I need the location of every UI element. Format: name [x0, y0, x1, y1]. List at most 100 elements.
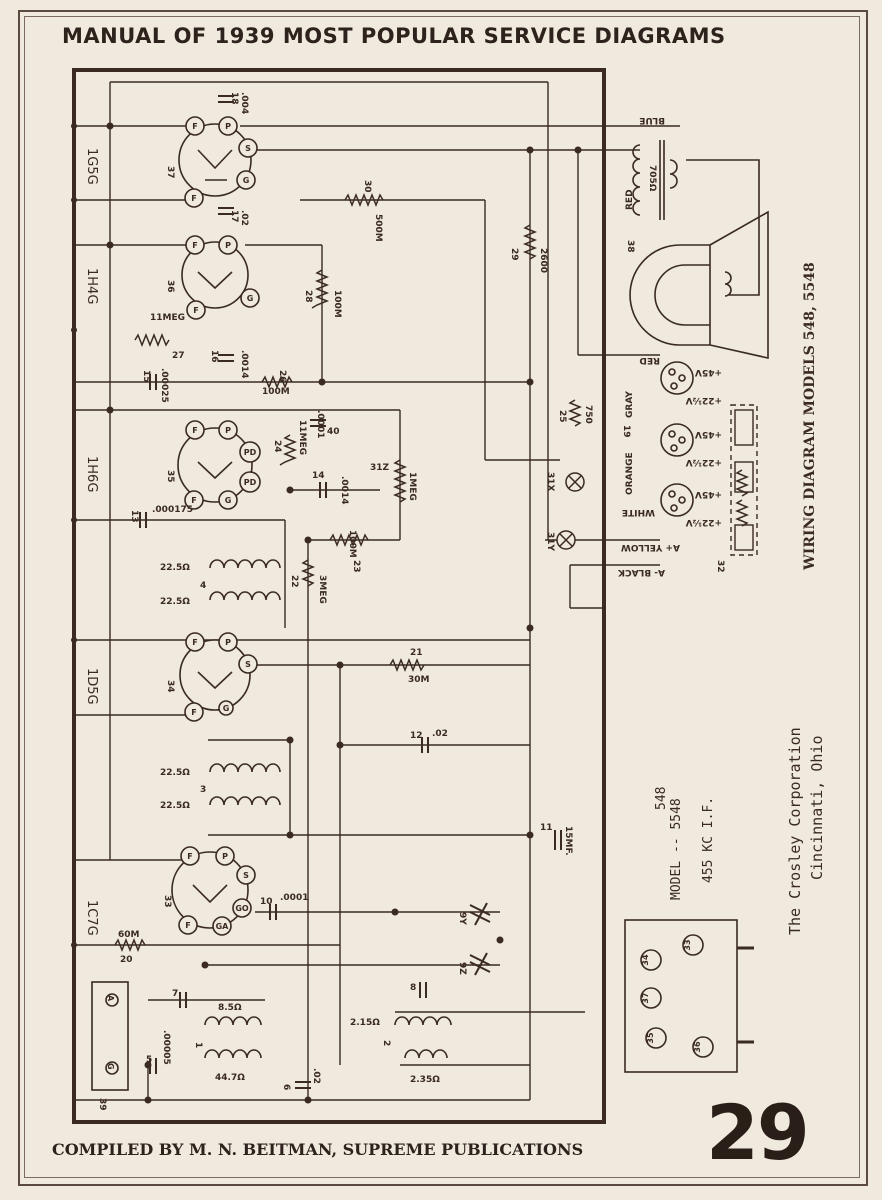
svg-text:.004: .004: [239, 92, 249, 114]
svg-text:39: 39: [97, 1098, 107, 1111]
svg-text:40: 40: [327, 427, 340, 437]
svg-text:.02: .02: [239, 210, 249, 226]
svg-text:23: 23: [351, 560, 361, 573]
svg-text:.000175: .000175: [152, 505, 193, 515]
tube-37: [178, 116, 258, 208]
capacitor-7: [179, 992, 187, 1008]
svg-text:28: 28: [303, 290, 313, 303]
svg-text:34: 34: [165, 680, 175, 693]
svg-text:5: 5: [146, 1055, 152, 1065]
osc-coil-2-primary: [394, 1016, 452, 1026]
battery-32: [730, 404, 758, 556]
tube-34: [179, 632, 258, 722]
svg-text:P: P: [225, 638, 231, 647]
tube-35: [177, 420, 261, 510]
svg-text:S: S: [245, 660, 251, 669]
capacitors: [139, 95, 562, 1089]
capacitor-8: [419, 982, 427, 998]
svg-text:P: P: [225, 426, 231, 435]
svg-text:2.35Ω: 2.35Ω: [410, 1075, 440, 1085]
svg-text:.0001: .0001: [315, 410, 325, 438]
svg-text:9Y: 9Y: [457, 912, 467, 925]
antenna-labels: A G 39: [97, 995, 115, 1111]
antenna-coil-1-primary: [204, 1016, 262, 1026]
svg-text:26: 26: [277, 370, 287, 383]
resistor-26: [261, 374, 293, 390]
svg-text:13: 13: [129, 510, 139, 523]
svg-text:11: 11: [540, 823, 553, 833]
svg-text:1D5G: 1D5G: [84, 668, 99, 705]
svg-text:22.5Ω: 22.5Ω: [160, 768, 190, 778]
svg-text:11MEG: 11MEG: [297, 420, 307, 455]
svg-text:38: 38: [625, 240, 635, 253]
svg-text:30M: 30M: [408, 675, 430, 685]
svg-text:G: G: [247, 294, 254, 303]
if-transformer-4-primary: [209, 559, 281, 569]
svg-text:F: F: [192, 122, 197, 131]
svg-text:19: 19: [621, 425, 631, 438]
svg-text:34: 34: [641, 954, 650, 966]
resistor-24: [279, 434, 298, 466]
svg-text:1H4G: 1H4G: [84, 268, 99, 304]
svg-text:35: 35: [646, 1032, 655, 1044]
resistor-29: [522, 224, 538, 260]
svg-text:7: 7: [172, 989, 178, 999]
page-border-inner: [24, 16, 860, 1178]
svg-text:The Crosley Corporation: The Crosley Corporation: [786, 727, 804, 935]
output-transformer: [632, 140, 678, 220]
svg-text:100M: 100M: [332, 290, 342, 318]
wire-color-labels: BLUE RED RED GRAY ORANGE WHITE A+ YELLOW…: [617, 115, 722, 577]
antenna-coil-1-secondary: [204, 1049, 262, 1059]
svg-text:.00005: .00005: [161, 1030, 171, 1065]
svg-text:PD: PD: [244, 478, 257, 487]
svg-text:1: 1: [193, 1042, 203, 1048]
capacitor-17: [218, 207, 234, 215]
svg-text:+22½V: +22½V: [686, 517, 722, 528]
svg-text:+45V: +45V: [695, 367, 722, 377]
svg-text:22.5Ω: 22.5Ω: [160, 563, 190, 573]
svg-text:60M: 60M: [118, 930, 140, 940]
svg-text:29: 29: [509, 248, 519, 261]
svg-text:1H6G: 1H6G: [84, 456, 99, 492]
svg-text:33: 33: [162, 895, 172, 908]
tube-type-labels: 1G5G 1H4G 1H6G 1D5G 1C7G: [84, 148, 99, 936]
svg-text:22.5Ω: 22.5Ω: [160, 597, 190, 607]
svg-text:31X: 31X: [545, 472, 555, 492]
junction-dots: [71, 122, 582, 1104]
svg-text:A- BLACK: A- BLACK: [617, 567, 665, 577]
svg-text:14: 14: [312, 471, 325, 481]
side-title: WIRING DIAGRAM MODELS 548, 5548: [802, 262, 818, 571]
svg-text:705Ω: 705Ω: [647, 165, 657, 192]
if-transformer-3-secondary: [209, 796, 281, 806]
svg-text:3: 3: [200, 785, 206, 795]
svg-text:32: 32: [715, 560, 725, 573]
svg-text:GRAY: GRAY: [625, 391, 635, 418]
coils: [204, 140, 678, 1059]
svg-text:37: 37: [641, 992, 650, 1003]
tube-33: [171, 846, 256, 936]
svg-text:37: 37: [165, 166, 175, 179]
capacitor-11: [554, 830, 562, 850]
svg-text:.0014: .0014: [239, 350, 249, 378]
capacitor-15: [149, 374, 157, 390]
capacitor-10: [269, 904, 277, 920]
svg-text:750: 750: [583, 405, 593, 424]
svg-text:9Z: 9Z: [457, 962, 467, 975]
svg-text:S: S: [245, 144, 251, 153]
component-labels: 18 .004 17 .02 30 500M 29 2600 28 100M 1…: [118, 92, 725, 1090]
resistor-28: [311, 269, 330, 309]
capacitor-13: [139, 512, 147, 528]
svg-text:1C7G: 1C7G: [84, 900, 99, 936]
pilot-lamps: [556, 472, 585, 550]
svg-text:.0014: .0014: [339, 476, 349, 504]
capacitor-12: [421, 737, 429, 753]
svg-text:F: F: [192, 638, 197, 647]
compiled-by-credit: COMPILED BY M. N. BEITMAN, SUPREME PUBLI…: [52, 1140, 584, 1159]
svg-text:21: 21: [410, 648, 423, 658]
svg-text:F: F: [191, 194, 196, 203]
svg-text:2.15Ω: 2.15Ω: [350, 1018, 380, 1028]
svg-text:31Y: 31Y: [545, 532, 555, 552]
if-transformer-4-secondary: [209, 591, 281, 601]
